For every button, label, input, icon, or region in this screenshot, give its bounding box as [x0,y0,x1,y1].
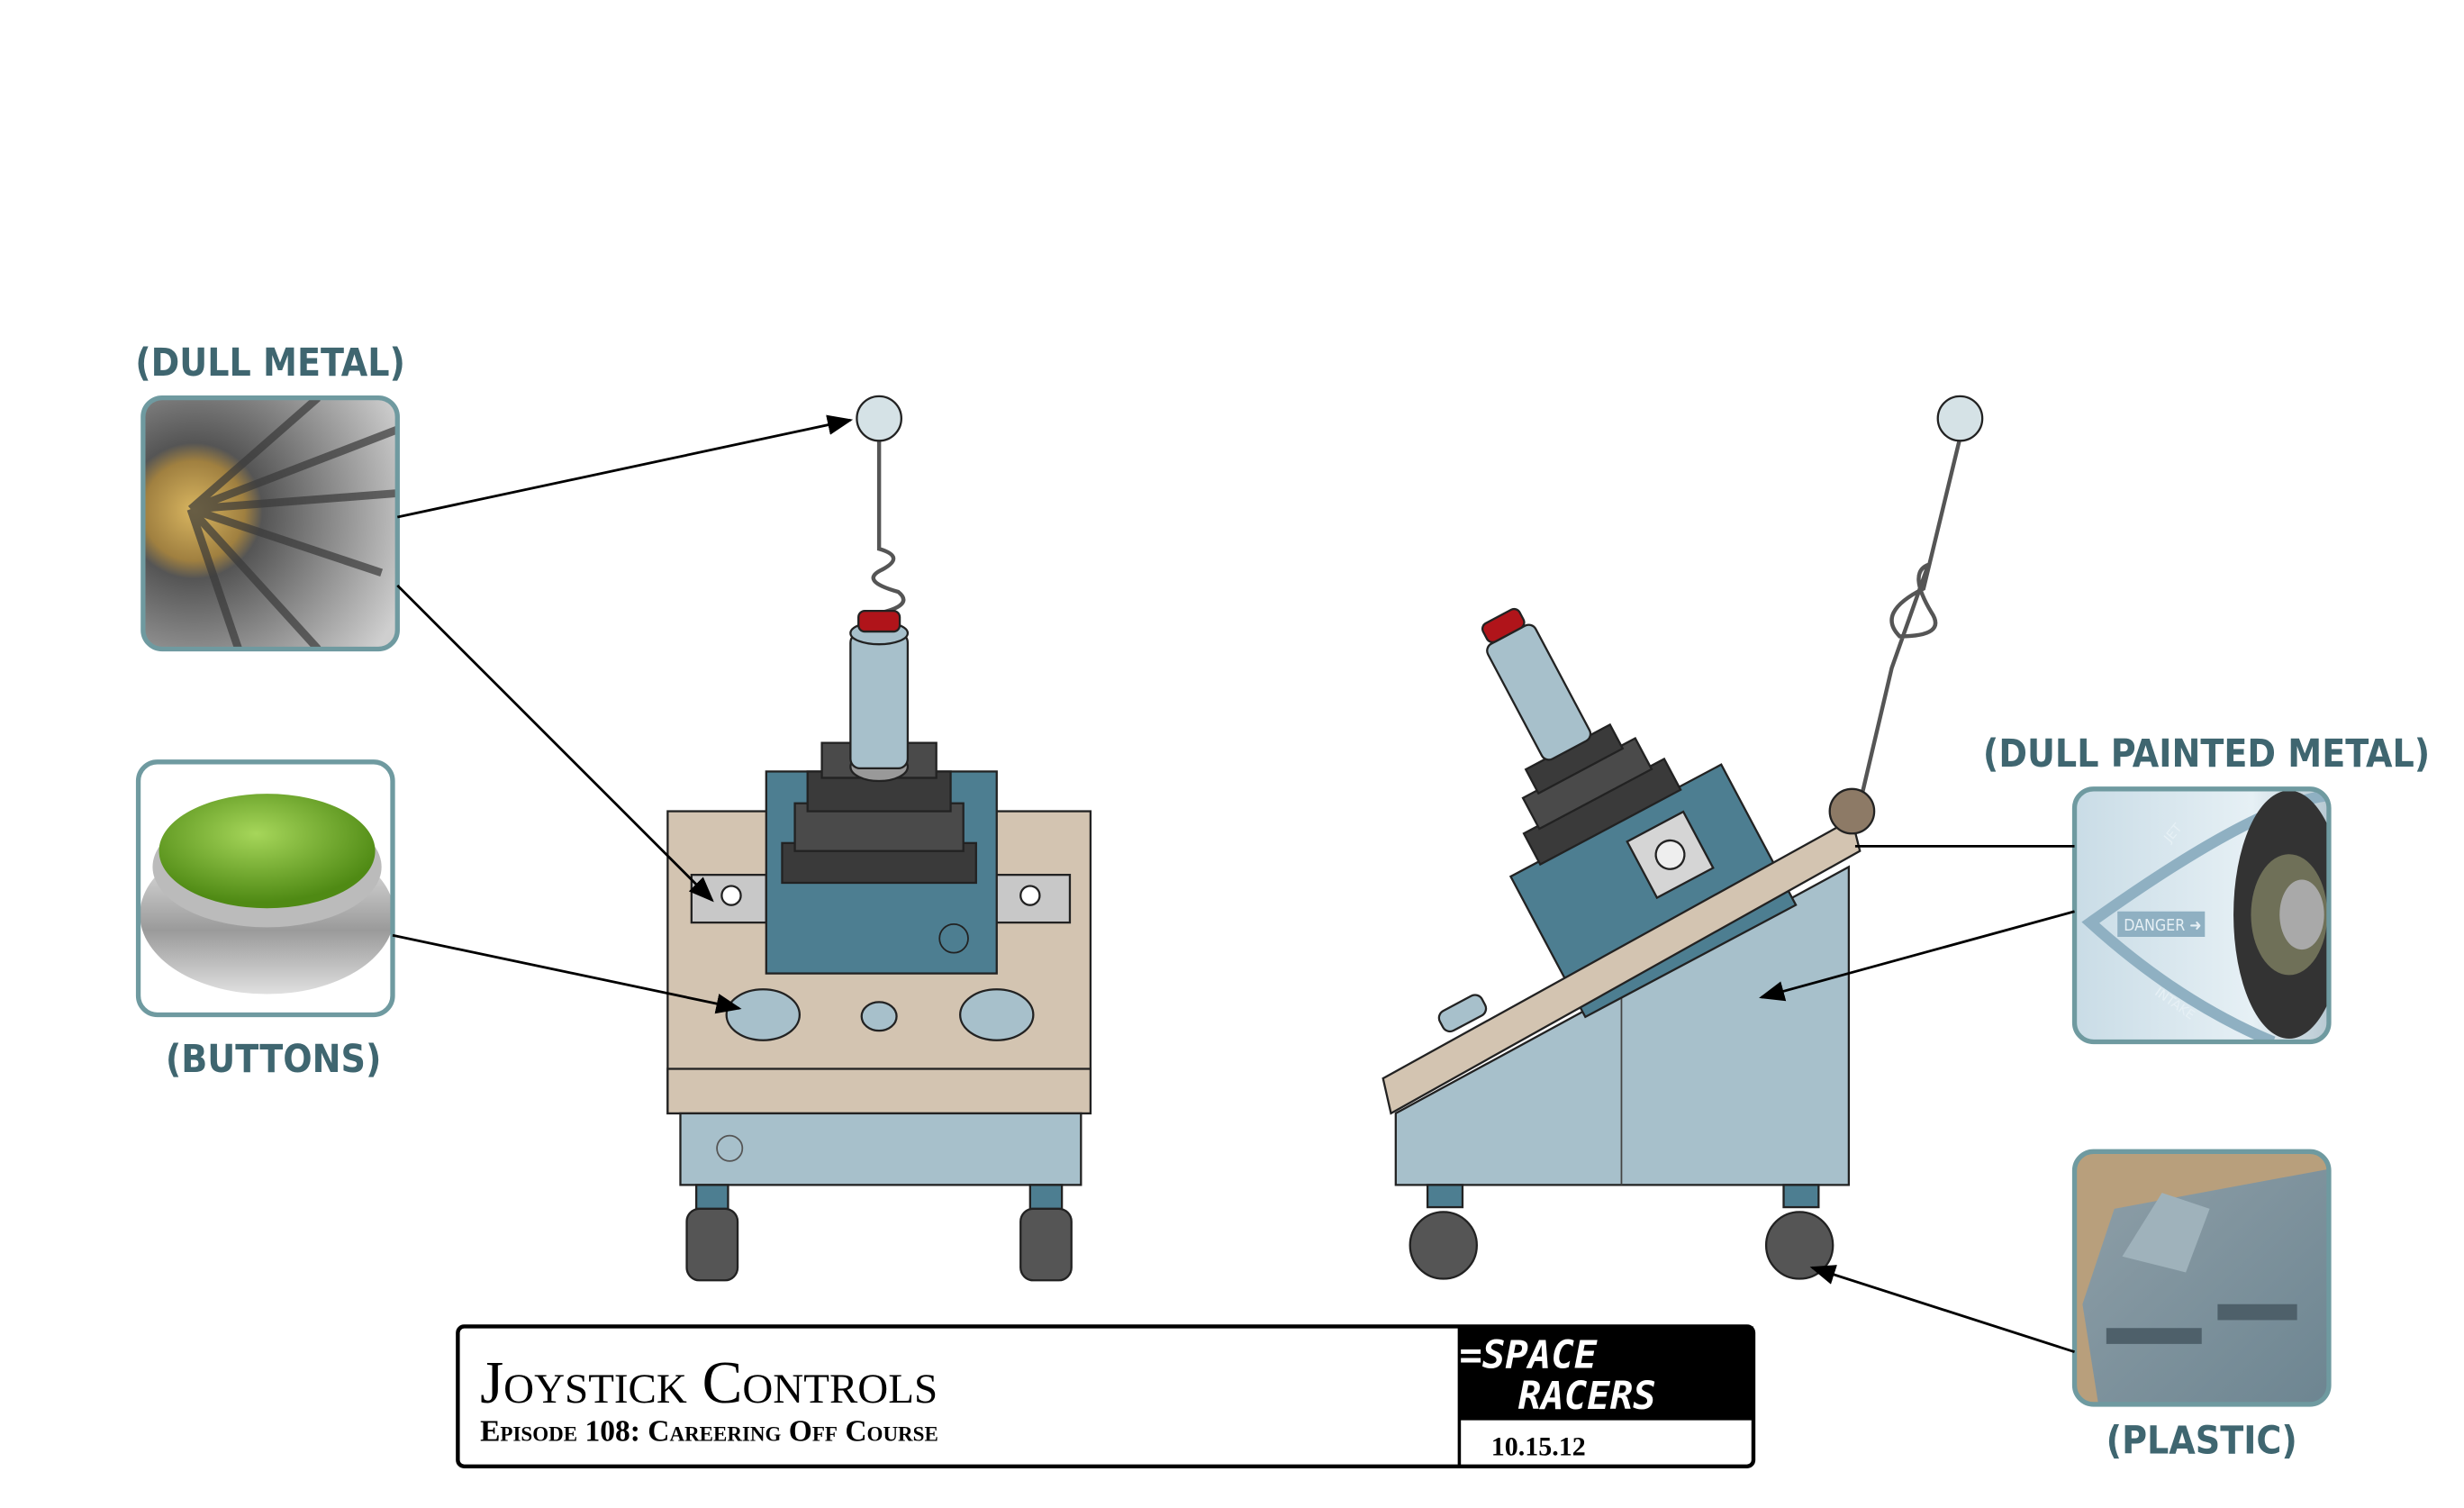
photo-frame [2071,1149,2332,1407]
logo-line1: =SPACE [1459,1332,1598,1376]
joystick-grip [1486,623,1592,761]
label-dull-metal: (DULL METAL) [135,341,405,385]
knob-ball [1936,395,1984,442]
photo-frame [140,395,400,652]
pivot-knob [1828,787,1876,835]
arrow-to-wheel [1809,1265,2075,1354]
reference-photo-dull-metal [142,397,398,650]
reference-photo-plastic [2074,1151,2329,1404]
sheet-title: Joystick Controls [480,1349,938,1416]
photo-frame [2071,786,2332,1045]
arrow-to-bracket [396,584,714,903]
joystick-grip [849,631,910,770]
red-fire-button [1481,607,1526,644]
spring-wire [871,441,906,615]
small-button [860,1001,898,1032]
title-block: =SPACE RACERS Joystick Controls Episode … [456,1324,1756,1468]
arrow-to-knob [396,414,854,519]
spring-wire [1858,437,1962,804]
caster-wheel [1764,1184,1834,1280]
space-racers-logo [1459,1326,1753,1421]
callout-arrows [392,414,2075,1354]
reference-photo-buttons [138,761,393,1015]
reference-photo-dull-painted-metal: DANGER ➜ JET INTAKE [2074,788,2329,1042]
sheet-date: 10.15.12 [1491,1431,1586,1461]
label-dull-painted-metal: (DULL PAINTED METAL) [1983,731,2430,776]
red-fire-button [857,609,901,633]
episode-subtitle: Episode 108: Careering Off Course [480,1415,938,1449]
cabinet-base [679,1112,1083,1186]
label-buttons: (BUTTONS) [166,1037,382,1081]
label-plastic: (PLASTIC) [2106,1419,2297,1463]
round-button [725,988,802,1041]
round-button [959,988,1035,1041]
caster-wheel [685,1184,739,1282]
caster-wheel [1019,1184,1073,1282]
arrow-to-cabinet [1759,910,2075,1002]
joystick-side-view [1381,395,1984,1280]
slanted-panel [1381,817,1862,1115]
photo-frame [135,759,395,1018]
danger-text: DANGER ➜ [2124,917,2201,935]
arrow-to-buttons [392,933,742,1014]
knob-ball [856,395,902,442]
joystick-front-view [666,395,1092,1282]
caster-wheel [1409,1184,1478,1280]
logo-line2: RACERS [1518,1374,1656,1418]
